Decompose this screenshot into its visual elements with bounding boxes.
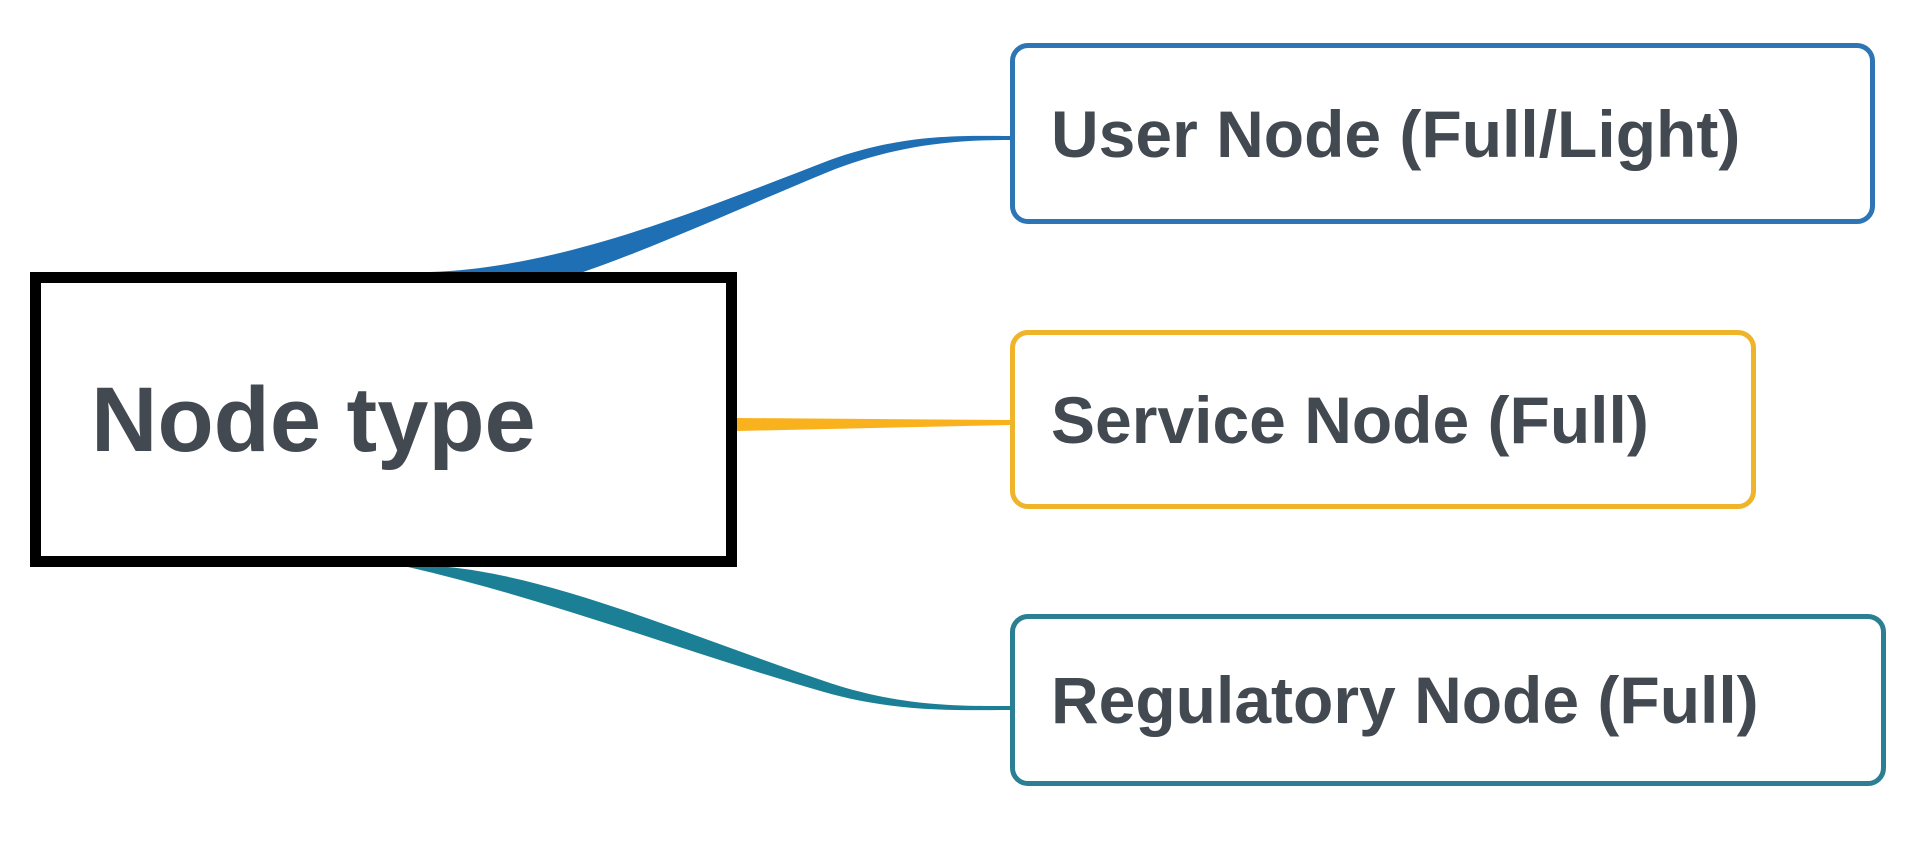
leaf-node-regulatory-node[interactable]: Regulatory Node (Full) [1010, 614, 1886, 786]
root-node-box[interactable]: Node type [30, 272, 737, 567]
leaf-node-label-regulatory-node: Regulatory Node (Full) [1051, 663, 1759, 737]
connector-service-node [737, 418, 1010, 431]
connector-user-node [430, 135, 1010, 298]
leaf-node-service-node[interactable]: Service Node (Full) [1010, 330, 1756, 509]
connector-regulatory-node [408, 567, 1010, 711]
leaf-node-label-service-node: Service Node (Full) [1051, 382, 1649, 457]
leaf-node-label-user-node: User Node (Full/Light) [1051, 96, 1741, 171]
root-node-label: Node type [91, 368, 536, 471]
leaf-node-user-node[interactable]: User Node (Full/Light) [1010, 43, 1875, 224]
